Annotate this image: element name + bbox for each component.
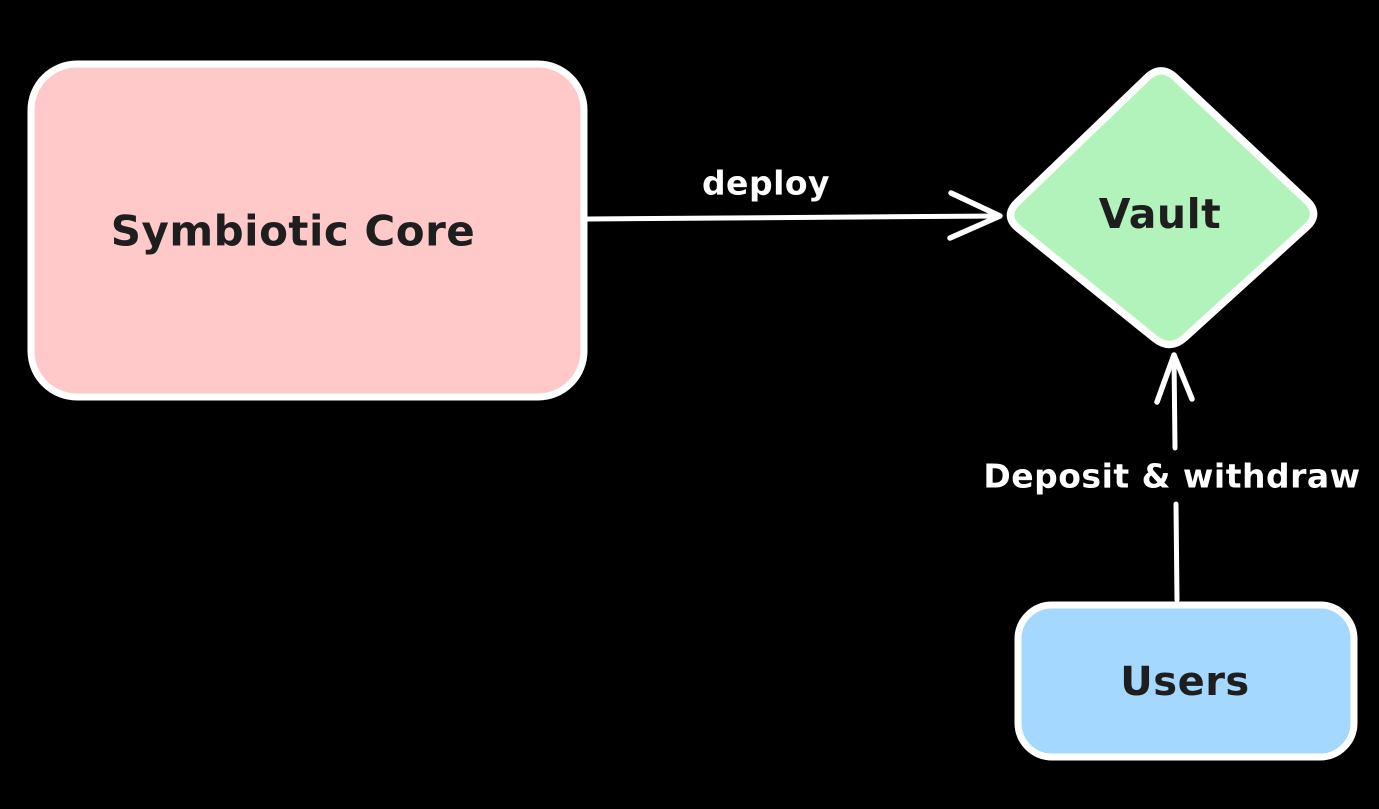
node-vault-shape xyxy=(1006,67,1318,349)
edge-deposit-withdraw-line-lower xyxy=(1173,501,1180,603)
edge-deposit-withdraw xyxy=(1154,352,1195,603)
edge-deploy-arrowhead-icon xyxy=(947,190,1003,241)
edge-deposit-withdraw-arrowhead-icon xyxy=(1154,352,1195,405)
node-users-label: Users xyxy=(1120,659,1250,705)
node-symbiotic-core-label: Symbiotic Core xyxy=(110,206,476,256)
node-symbiotic-core-shape xyxy=(27,60,588,401)
edge-deploy-label: deploy xyxy=(701,163,831,203)
node-vault-label: Vault xyxy=(1098,190,1222,238)
edge-deploy-line xyxy=(585,213,1002,222)
edge-deploy xyxy=(585,190,1003,241)
edge-deposit-withdraw-line-upper xyxy=(1171,354,1178,451)
node-users-shape xyxy=(1014,601,1358,761)
edge-deposit-withdraw-label: Deposit & withdraw xyxy=(983,456,1361,496)
